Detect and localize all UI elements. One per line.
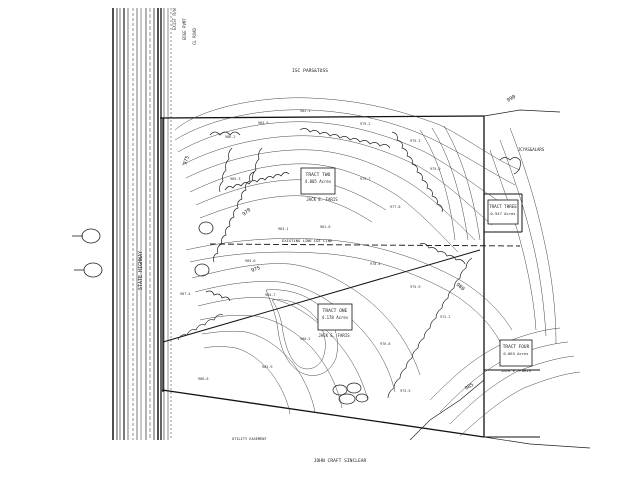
svg-text:0.547 Acres: 0.547 Acres <box>490 211 515 216</box>
lot-line-note: EXISTING LINE LOT LINE <box>282 238 333 243</box>
svg-text:TRACT FOUR: TRACT FOUR <box>503 344 530 350</box>
elevation-labels: 984.5 982.1 979.2 975.3 986.2 981.6 977.8 98… <box>180 109 451 393</box>
property-boundary <box>159 115 540 438</box>
svg-text:980: 980 <box>455 282 466 292</box>
easement-note: UTILITY EASEMENT <box>232 437 267 441</box>
road-label: STATE HIGHWAY <box>138 251 144 290</box>
svg-text:986.2: 986.2 <box>225 135 236 139</box>
svg-text:985.0: 985.0 <box>245 259 256 263</box>
svg-text:979.2: 979.2 <box>360 122 371 126</box>
svg-text:986.6: 986.6 <box>198 377 209 381</box>
svg-text:990: 990 <box>506 94 517 104</box>
road-annotations: EXIST R/W EDGE PVMT CL ROAD <box>172 8 197 45</box>
svg-text:984.7: 984.7 <box>265 293 276 297</box>
svg-text:983.9: 983.9 <box>262 365 273 369</box>
svg-text:984.5: 984.5 <box>258 121 269 125</box>
tract-four-label: TRACT FOUR 0.063 Acres JACK E. FARIS <box>499 339 533 373</box>
svg-text:TRACT THREE: TRACT THREE <box>489 204 517 209</box>
svg-text:975: 975 <box>251 265 262 274</box>
svg-text:983.1: 983.1 <box>278 227 289 231</box>
svg-text:981.6: 981.6 <box>320 225 331 229</box>
svg-text:977.8: 977.8 <box>390 205 401 209</box>
exterior-lines <box>409 109 591 449</box>
svg-text:973.5: 973.5 <box>400 389 411 393</box>
svg-text:975.3: 975.3 <box>410 139 421 143</box>
reference-markers <box>72 221 214 278</box>
svg-text:TRACT TWO: TRACT TWO <box>306 172 331 178</box>
adjoiner-right-label: JCYAS&ALARS <box>518 147 545 152</box>
svg-text:978.4: 978.4 <box>370 262 381 266</box>
tract-one-label: TRACT ONE 4.178 Acres JACK E. FARIS <box>317 303 353 338</box>
svg-text:EXIST R/W: EXIST R/W <box>172 8 177 30</box>
tract-two-label: TRACT TWO 4.805 Acres JACK E. FARIS <box>300 167 338 202</box>
svg-text:TRACT ONE: TRACT ONE <box>323 308 348 314</box>
svg-text:975.9: 975.9 <box>410 285 421 289</box>
svg-text:CL ROAD: CL ROAD <box>192 28 197 45</box>
svg-text:JACK E. FARIS: JACK E. FARIS <box>501 368 531 373</box>
svg-text:970: 970 <box>241 207 252 217</box>
tree-lines <box>177 128 521 405</box>
svg-text:4.805 Acres: 4.805 Acres <box>305 179 332 184</box>
svg-text:0.063 Acres: 0.063 Acres <box>503 351 528 356</box>
svg-text:975: 975 <box>182 155 191 166</box>
svg-text:4.178 Acres: 4.178 Acres <box>322 315 349 320</box>
svg-text:987.4: 987.4 <box>180 292 191 296</box>
svg-text:980.2: 980.2 <box>300 337 311 341</box>
svg-text:985: 985 <box>464 382 475 392</box>
svg-text:979.7: 979.7 <box>360 177 371 181</box>
svg-text:972.2: 972.2 <box>440 315 451 319</box>
svg-text:EDGE PVMT: EDGE PVMT <box>182 18 187 40</box>
svg-text:976.8: 976.8 <box>380 342 391 346</box>
svg-text:985.3: 985.3 <box>230 177 241 181</box>
svg-text:JACK E. FARIS: JACK E. FARIS <box>306 197 338 202</box>
contour-index-labels: 975 970 975 980 985 990 <box>182 94 517 392</box>
tract-three-label: TRACT THREE 0.547 Acres <box>487 199 519 225</box>
svg-text:982.1: 982.1 <box>300 109 311 113</box>
adjoiner-bottom-label: JOHN CRAFT SINCLEAR <box>314 458 367 464</box>
svg-text:JACK E. FARIS: JACK E. FARIS <box>318 333 350 338</box>
svg-text:975.0: 975.0 <box>430 167 441 171</box>
road-corridor <box>112 8 172 440</box>
adjoiner-top-label: ISC PARS&TOSS <box>292 68 328 74</box>
